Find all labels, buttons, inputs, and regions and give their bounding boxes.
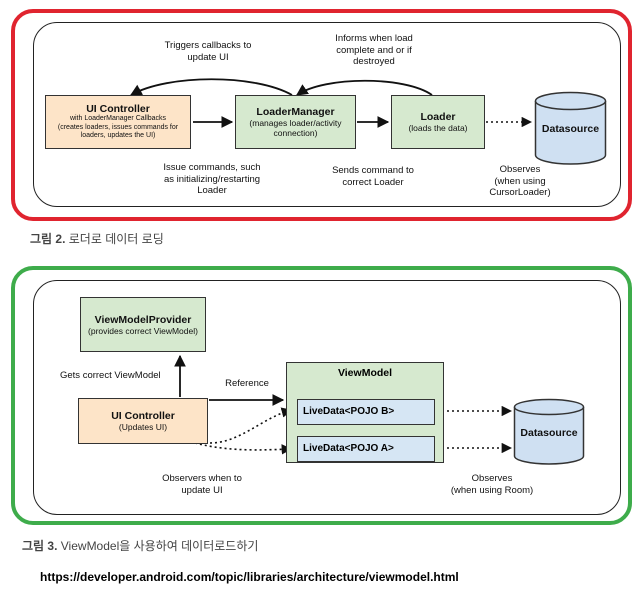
label-observes-room: Observes(when using Room) [450,473,534,496]
ui-controller-desc-b: (Updates UI) [118,422,168,432]
viewmodel-provider-title: ViewModelProvider [94,313,192,326]
arrow-observe-livedata-b [209,407,293,444]
datasource-label-2: Datasource [520,427,578,439]
loader-manager-desc-1: (manages loader/activity [249,118,342,128]
ui-controller-desc-3: loaders, updates the UI) [80,132,156,140]
figure2-caption: 그림 2. 로더로 데이터 로딩 [30,232,164,246]
database-icon-2 [513,398,585,465]
viewmodel-provider-box: ViewModelProvider (provides correct View… [80,297,206,352]
loader-title: Loader [420,111,456,123]
ui-controller-box: UI Controller with LoaderManager Callbac… [45,95,191,149]
loader-manager-box: LoaderManager (manages loader/activity c… [235,95,356,149]
viewmodel-box: ViewModel LiveData<POJO B> LiveData<POJO… [286,362,444,463]
loader-box: Loader (loads the data) [391,95,485,149]
loader-desc: (loads the data) [408,123,468,133]
database-icon [534,91,607,165]
loader-manager-desc-2: connection) [273,128,318,138]
ui-controller-desc-1: with LoaderManager Callbacks [69,115,167,123]
ui-controller-box-2: UI Controller (Updates UI) [78,398,208,444]
viewmodel-title: ViewModel [337,367,393,379]
ui-controller-title: UI Controller [86,103,150,116]
source-url-link[interactable]: https://developer.android.com/topic/libr… [40,570,459,584]
datasource-label-1: Datasource [541,123,600,135]
label-gets-viewmodel: Gets correct ViewModel [60,370,161,381]
figure3-caption: 그림 3. ViewModel을 사용하여 데이터로드하기 [22,539,259,553]
arrow-informs-load-complete [296,79,433,96]
datasource-cylinder-2: Datasource [513,398,585,466]
datasource-cylinder-1: Datasource [534,91,607,167]
ui-controller-desc-2: (creates loaders, issues commands for [57,123,179,131]
arrow-observe-livedata-a [194,442,293,455]
viewmodel-provider-desc: (provides correct ViewModel) [88,325,198,336]
figure3-highlight-frame [11,266,632,525]
figure2-highlight-frame [11,9,632,221]
ui-controller-title-2: UI Controller [111,410,175,422]
livedata-pojo-b: LiveData<POJO B> [297,399,435,425]
livedata-pojo-a: LiveData<POJO A> [297,436,435,462]
label-reference: Reference [225,378,269,389]
arrow-triggers-callbacks [129,78,293,96]
loader-manager-title: LoaderManager [256,106,335,118]
